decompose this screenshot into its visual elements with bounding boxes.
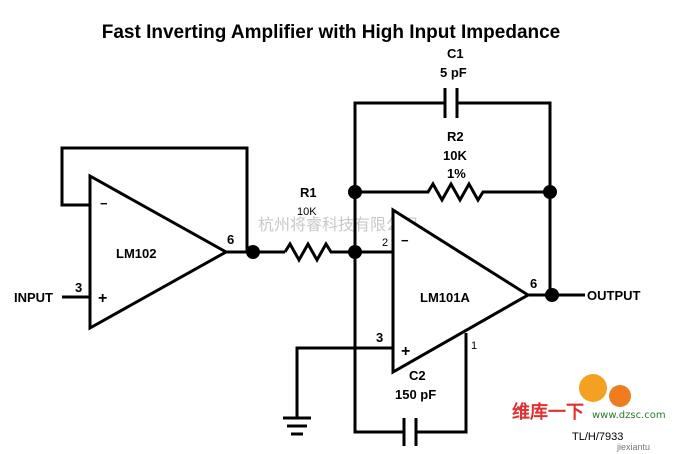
output-label: OUTPUT [587, 288, 641, 303]
lm101a-minus-sign: − [401, 233, 409, 248]
lm101a-plus-sign: + [401, 343, 410, 360]
lm101a-pin1: 1 [471, 340, 477, 352]
c2-label: C2 [409, 368, 426, 383]
output-node [545, 288, 559, 302]
watermark-site: www.dzsc.com [592, 410, 666, 421]
c1-left-wire [353, 101, 445, 252]
lm101a-pin3: 3 [376, 330, 383, 345]
r1-label: R1 [300, 185, 317, 200]
input-label: INPUT [14, 290, 53, 305]
lm102-label: LM102 [116, 246, 156, 261]
c2-left-wire [353, 252, 404, 434]
lm102-output-node [246, 245, 260, 259]
r1-value: 10K [297, 206, 317, 218]
lm102-feedback-wire [60, 146, 249, 252]
lm102-minus-sign: − [100, 196, 108, 211]
lm101a-pin2: 2 [382, 237, 388, 249]
lm102-plus-sign: + [98, 290, 107, 307]
watermark-logo: 维库一下 www.dzsc.com TL/H/7933 jiexiantu [512, 374, 666, 452]
r2-resistor [355, 180, 550, 204]
c2-right-wire [416, 333, 468, 434]
figure-code: TL/H/7933 [572, 431, 623, 443]
r1-resistor [283, 240, 355, 264]
ground-wire [295, 346, 393, 418]
lm102-pin6: 6 [227, 232, 234, 247]
c1-label: C1 [447, 46, 464, 61]
r2-value: 10K [443, 148, 467, 163]
watermark-company: 杭州将睿科技有限公司 [258, 215, 418, 234]
r2-tolerance: 1% [447, 166, 466, 181]
c1-value: 5 pF [440, 65, 467, 80]
c1-right-wire [457, 101, 552, 295]
watermark-footer: jiexiantu [616, 442, 650, 452]
lm102-pin3: 3 [75, 280, 82, 295]
c2-value: 150 pF [395, 387, 436, 402]
r2-label: R2 [447, 129, 464, 144]
diagram-title: Fast Inverting Amplifier with High Input… [102, 22, 561, 43]
watermark-site-cn: 维库一下 [512, 401, 584, 423]
lm101a-pin6: 6 [530, 276, 537, 291]
r2-right-node [543, 185, 557, 199]
lm102-opamp [88, 173, 230, 331]
r2-left-node [348, 185, 362, 199]
lm101a-opamp [391, 207, 531, 375]
lm101a-label: LM101A [420, 290, 470, 305]
